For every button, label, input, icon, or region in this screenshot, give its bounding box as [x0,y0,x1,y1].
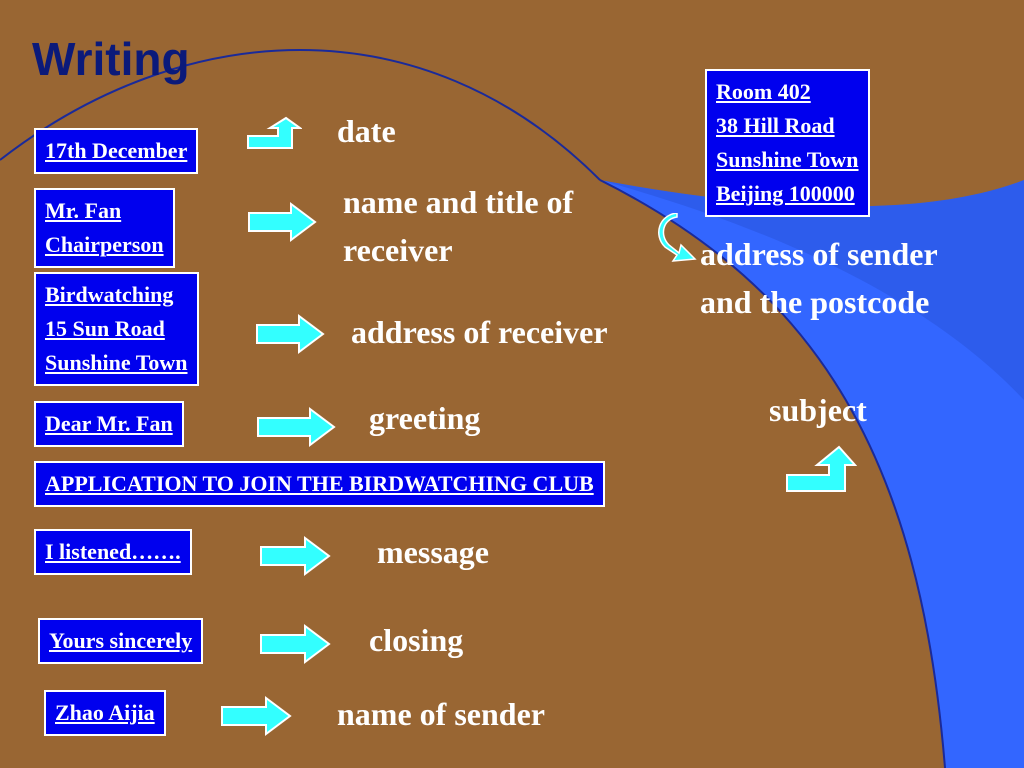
receiver-address-line-2: 15 Sun Road [45,316,165,341]
right-arrow-icon [248,202,317,242]
bent-up-arrow-icon [786,445,857,492]
closing-label-text: closing [369,622,464,658]
sender-address-line-4: Beijing 100000 [716,181,855,206]
sender-address-line-3: Sunshine Town [716,147,859,172]
sender-address-label-line-2: and the postcode [700,284,930,320]
receiver-name-label-line-1: name and title of [343,184,574,220]
right-arrow-icon [221,696,292,736]
greeting-label-text: greeting [369,400,481,436]
receiver-name-line-2: Chairperson [45,232,164,257]
subject-label-text: subject [769,392,867,428]
sender-name-label-text: name of sender [337,696,545,732]
receiver-address-line-1: Birdwatching [45,282,174,307]
receiver-name-label-line-2: receiver [343,232,453,268]
right-arrow-icon [256,314,325,354]
greeting-box-text: Dear Mr. Fan [45,411,173,436]
receiver-address-label-text: address of receiver [351,314,608,350]
receiver-name-line-1: Mr. Fan [45,198,122,223]
sender-name-box-text: Zhao Aijia [55,700,155,725]
closing-label: closing [369,616,463,664]
date-box-text: 17th December [45,138,188,163]
sender-address-label-line-1: address of sender [700,236,938,272]
sender-address-box[interactable]: Room 402 38 Hill Road Sunshine Town Beij… [705,69,870,217]
receiver-name-label: name and title of receiver [343,178,573,274]
receiver-address-line-3: Sunshine Town [45,350,188,375]
receiver-address-label: address of receiver [351,308,608,356]
subject-box-text: APPLICATION TO JOIN THE BIRDWATCHING CLU… [45,471,594,496]
closing-box-text: Yours sincerely [49,628,193,653]
sender-name-label: name of sender [337,690,545,738]
message-label: message [377,528,489,576]
slide-title: Writing [32,33,190,85]
message-box-text: I listened……. [45,539,181,564]
sender-address-line-1: Room 402 [716,79,811,104]
closing-box[interactable]: Yours sincerely [38,618,204,664]
sender-address-label: address of sender and the postcode [700,230,938,326]
bent-up-arrow-icon [247,116,302,149]
greeting-box[interactable]: Dear Mr. Fan [34,401,184,447]
receiver-name-box[interactable]: Mr. Fan Chairperson [34,188,175,268]
greeting-label: greeting [369,394,480,442]
date-box[interactable]: 17th December [34,128,199,174]
curved-arrow-icon [658,213,697,262]
sender-address-line-2: 38 Hill Road [716,113,835,138]
right-arrow-icon [260,624,331,664]
subject-label: subject [769,386,867,434]
right-arrow-icon [257,407,336,447]
receiver-address-box[interactable]: Birdwatching 15 Sun Road Sunshine Town [34,272,199,386]
subject-box[interactable]: APPLICATION TO JOIN THE BIRDWATCHING CLU… [34,461,605,507]
message-label-text: message [377,534,489,570]
right-arrow-icon [260,536,331,576]
date-label: date [337,107,396,155]
sender-name-box[interactable]: Zhao Aijia [44,690,166,736]
date-label-text: date [337,113,396,149]
message-box[interactable]: I listened……. [34,529,192,575]
